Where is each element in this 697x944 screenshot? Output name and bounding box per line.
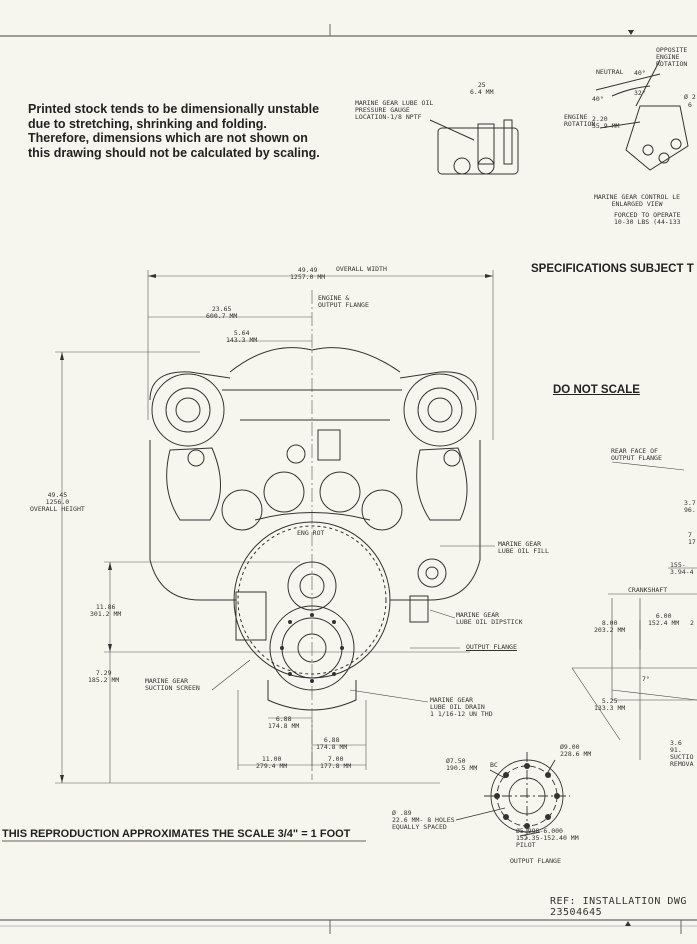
dim-600: 6.00 152.4 MM <box>648 612 680 627</box>
dim-25: 25 6.4 MM <box>470 81 494 96</box>
label-control-lever: MARINE GEAR CONTROL LE ENLARGED VIEW <box>594 193 681 208</box>
label-eng-rot: ENG ROT <box>297 529 325 537</box>
dim-crank-height: 11.86 301.2 MM <box>90 603 122 618</box>
label-suction: 3.6 91. SUCTIO REMOVA <box>670 739 694 768</box>
label-crankshaft: CRANKSHAFT <box>628 586 668 594</box>
label-bc: BC <box>490 761 498 769</box>
label-rear-face: REAR FACE OF OUTPUT FLANGE <box>611 447 662 462</box>
dim-overall-height: 49.45 1256.0 OVERALL HEIGHT <box>30 491 85 513</box>
dim-flange-height: 7.29 185.2 MM <box>88 669 120 684</box>
dim-offset: 5.64 143.3 MM <box>226 329 258 344</box>
label-dipstick: MARINE GEAR LUBE OIL DIPSTICK <box>456 611 523 626</box>
dim-pilot: Ø5.998-6.000 152.35-152.40 MM PILOT <box>516 827 579 849</box>
dim-bolt-circle: Ø7.50 190.5 MM <box>446 757 478 772</box>
specifications-notice: SPECIFICATIONS SUBJECT T <box>531 263 694 275</box>
dim-overall-width: 49.49 1257.0 MM <box>290 266 326 281</box>
angle-40: 40° <box>592 95 604 103</box>
dim-6: 6 <box>688 101 692 109</box>
dim-2: 2 <box>690 619 694 627</box>
scaling-warning: Printed stock tends to be dimensionally … <box>28 102 320 160</box>
label-neutral: NEUTRAL <box>596 68 624 76</box>
reference-drawing: REF: INSTALLATION DWG 23504645 <box>550 896 687 918</box>
dim-7: 7 17 <box>688 531 696 546</box>
label-suction-screen: MARINE GEAR SUCTION SCREEN <box>145 677 200 692</box>
reproduction-scale-note: THIS REPRODUCTION APPROXIMATES THE SCALE… <box>2 828 351 840</box>
label-lube-drain: MARINE GEAR LUBE OIL DRAIN 1 1/16-12 UN … <box>430 696 493 718</box>
dim-half-width: 23.65 600.7 MM <box>206 305 238 320</box>
dim-800: 8.00 203.2 MM <box>594 619 626 634</box>
angle-7: 7° <box>642 675 650 683</box>
label-engine-rotation: ENGINE ROTATION <box>564 113 596 128</box>
angle-40-top: 40° <box>634 69 646 77</box>
dim-700: 7.00 177.8 MM <box>320 755 352 770</box>
dim-1100: 11.00 279.4 MM <box>256 755 288 770</box>
dim-37: 3.7 96. <box>684 499 696 514</box>
dim-phi: Ø 2 <box>684 93 696 101</box>
dim-bolt-holes: Ø .89 22.6 MM- 8 HOLES EQUALLY SPACED <box>392 809 455 831</box>
do-not-scale-notice: DO NOT SCALE <box>553 384 640 396</box>
dim-220: 2.20 55.9 MM <box>592 115 620 130</box>
dim-outer-diameter: Ø9.00 228.6 MM <box>560 743 592 758</box>
dim-688-a: 6.88 174.8 MM <box>268 715 300 730</box>
label-lube-fill: MARINE GEAR LUBE OIL FILL <box>498 540 549 555</box>
dim-525: 5.25 133.3 MM <box>594 697 626 712</box>
label-engine-flange: ENGINE & OUTPUT FLANGE <box>318 294 369 309</box>
label-overall-width: OVERALL WIDTH <box>336 265 387 273</box>
dim-155: 155- 3.94-4 <box>670 561 694 576</box>
angle-32: 32° <box>634 89 646 97</box>
label-flange-caption: OUTPUT FLANGE <box>510 857 561 865</box>
label-forced-operate: FORCED TO OPERATE 10-30 LBS (44-133 <box>614 211 681 226</box>
dim-688-b: 6.88 174.8 MM <box>316 736 348 751</box>
label-opposite-rotation: OPPOSITE ENGINE ROTATION <box>656 46 688 68</box>
label-output-flange: OUTPUT FLANGE <box>466 643 517 651</box>
label-pressure-gauge: MARINE GEAR LUBE OIL PRESSURE GAUGE LOCA… <box>355 99 434 121</box>
